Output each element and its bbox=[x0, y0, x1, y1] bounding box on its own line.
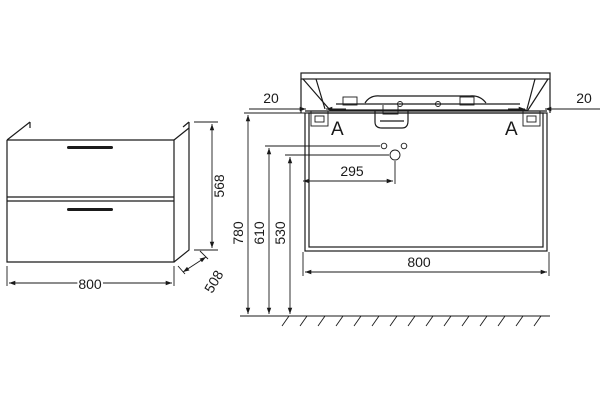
section-marker-right: A bbox=[505, 119, 518, 140]
drain-offset-label: 295 bbox=[340, 163, 364, 179]
cabinet-width-dimension: 800 bbox=[6, 266, 175, 294]
front-width-dimension: 800 bbox=[302, 252, 550, 276]
front-width-label: 800 bbox=[407, 254, 431, 270]
right-wall-bracket bbox=[522, 110, 541, 127]
siphon-drain bbox=[374, 111, 409, 129]
left-wall-bracket bbox=[310, 110, 329, 127]
cabinet-depth-label: 508 bbox=[201, 267, 227, 295]
cabinet-3d-view: 800 568 508 bbox=[6, 121, 227, 296]
cabinet-height-label: 568 bbox=[211, 174, 227, 198]
height-extension-lines bbox=[244, 112, 389, 156]
drain-position-marks bbox=[380, 142, 408, 161]
right-offset-label: 20 bbox=[576, 90, 592, 106]
drain-height-label: 610 bbox=[251, 221, 267, 245]
cabinet-height-dimension: 568 bbox=[194, 121, 227, 251]
right-offset-dimension: 20 bbox=[508, 90, 600, 112]
total-height-dimension: 780 bbox=[230, 115, 251, 314]
body-height-dimension: 530 bbox=[272, 157, 293, 314]
basin-detail bbox=[342, 96, 475, 115]
upper-drawer-handle bbox=[67, 146, 113, 149]
section-marker-left: A bbox=[331, 119, 344, 140]
body-height-label: 530 bbox=[272, 221, 288, 245]
floor-line bbox=[240, 315, 550, 327]
cabinet-body-frame bbox=[300, 79, 551, 252]
total-height-label: 780 bbox=[230, 221, 246, 245]
cabinet-outline bbox=[6, 121, 190, 263]
cabinet-width-label: 800 bbox=[78, 276, 102, 292]
cabinet-depth-dimension: 508 bbox=[177, 250, 227, 296]
front-section-view: A A 20 20 295 bbox=[230, 72, 600, 327]
left-offset-label: 20 bbox=[263, 90, 279, 106]
drain-height-dimension: 610 bbox=[251, 148, 272, 314]
basin-top bbox=[300, 72, 551, 111]
left-offset-dimension: 20 bbox=[249, 90, 346, 112]
lower-drawer-handle bbox=[67, 208, 113, 211]
drain-offset-dimension: 295 bbox=[303, 161, 396, 184]
